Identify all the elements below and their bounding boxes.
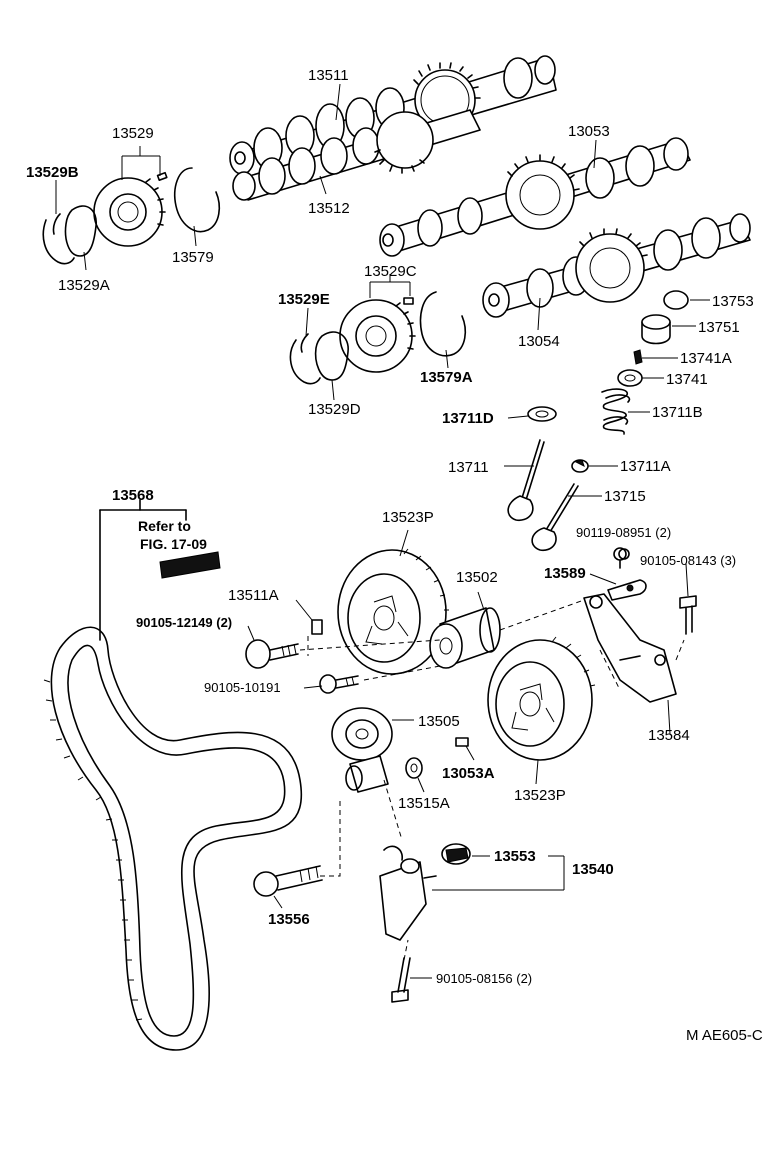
pin-13053A [455,737,469,747]
tensioner-pulley-13505 [331,707,393,793]
snap-ring-13579 [174,167,221,233]
label-13579: 13579 [172,249,214,266]
label-13529D: 13529D [308,401,361,418]
plate-13589 [607,547,647,601]
timing-belt-13568 [43,626,303,1051]
label-13529E: 13529E [278,291,330,308]
camshaft-13054 [482,213,751,318]
label-13529: 13529 [112,125,154,142]
valve-13711 [507,439,545,522]
label-13529C: 13529C [364,263,417,280]
label-13753: 13753 [712,293,754,310]
gear-13529 [93,171,168,247]
camshaft-13512 [232,109,481,201]
bolt-90105-08143 [679,595,697,635]
label-13515A: 13515A [398,795,450,812]
label-13751: 13751 [698,319,740,336]
refer-fig-text: FIG. 17-09 [140,536,207,552]
label-90105-12149: 90105-12149 (2) [136,615,233,630]
label-13529A: 13529A [58,277,110,294]
label-13053A: 13053A [442,765,495,782]
snap-ring-13579A [419,291,467,357]
lifter-13751 [641,314,671,345]
wave-washer-13529A [64,205,97,257]
snap-ring-13529B [42,213,75,265]
label-13054: 13054 [518,333,560,350]
washer-13515A [405,757,423,779]
label-13511A: 13511A [228,587,279,604]
camshaft-13053 [379,137,691,257]
tensioner-13540 [379,845,437,941]
keeper-13741A [633,349,643,365]
label-13553: 13553 [494,848,536,865]
label-13711A: 13711A [620,458,671,475]
label-13523P-lower: 13523P [514,787,566,804]
label-13523P-upper: 13523P [382,509,434,526]
valve-13715 [531,483,579,552]
label-13529B: 13529B [26,164,79,181]
seat-13711D [527,406,557,422]
bolt-90105-08156 [391,957,411,1003]
nut-90119-08951 [618,548,630,560]
label-13502: 13502 [456,569,498,586]
shim-13753 [663,290,689,310]
label-13711: 13711 [448,459,489,476]
belt-label-tag [99,499,221,641]
label-13741A: 13741A [680,350,732,367]
pin-13511A [311,619,323,635]
label-13505: 13505 [418,713,460,730]
idler-pulley-13502 [429,607,501,669]
pulley-13523P-lower [487,636,596,761]
assembly-dashed-lines [299,599,685,961]
label-13711B: 13711B [652,404,703,421]
snap-ring-13529E [289,333,321,385]
label-13511: 13511 [308,67,349,84]
bolt-90105-12149 [245,639,299,669]
label-13715: 13715 [604,488,646,505]
retainer-13741 [617,369,643,387]
valve-seal-13711A [571,459,589,473]
label-13589: 13589 [544,565,586,582]
bolt-90105-10191 [319,674,359,694]
spring-13711B [601,388,631,435]
refer-to-text: Refer to [138,518,191,534]
label-13579A: 13579A [420,369,473,386]
plug-13553 [441,843,471,865]
label-13584: 13584 [648,727,690,744]
label-90105-08143: 90105-08143 (3) [640,553,737,568]
bolt-13556 [253,865,323,897]
label-13568: 13568 [112,487,154,504]
pulley-13523P-upper [337,548,450,675]
leader-lines [55,83,710,979]
gear-13529C [339,297,416,373]
label-13540: 13540 [572,861,614,878]
label-13556: 13556 [268,911,310,928]
label-90119-08951: 90119-08951 (2) [576,525,672,540]
label-13512: 13512 [308,200,350,217]
label-90105-08156: 90105-08156 (2) [436,971,533,986]
label-13741: 13741 [666,371,708,388]
label-90105-10191: 90105-10191 [204,680,281,695]
label-13711D: 13711D [442,410,494,427]
label-13053: 13053 [568,123,610,140]
diagram-code: M AE605-C [686,1027,763,1044]
bracket-13584 [583,593,677,703]
